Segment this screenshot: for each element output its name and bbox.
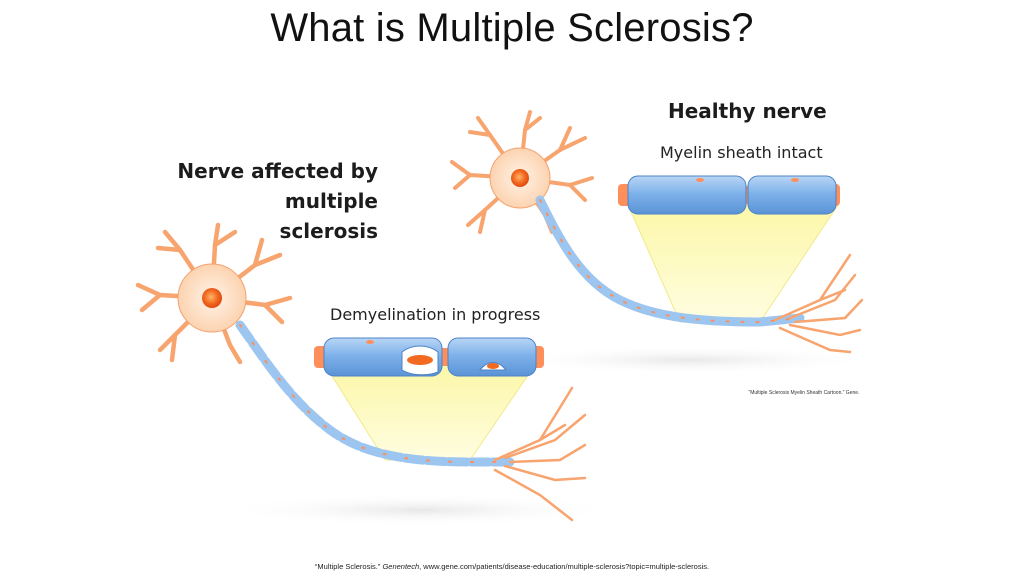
image-credit: “Multiple Sclerosis Myelin Sheath Cartoo… [748, 390, 860, 396]
healthy-myelin-sheath [618, 175, 840, 215]
healthy-shadow [500, 346, 880, 374]
affected-myelin-sheath [314, 337, 544, 377]
source-publisher: Genentech [382, 562, 420, 571]
healthy-heading: Healthy nerve [668, 99, 827, 123]
affected-heading-line-2: multiple [285, 189, 378, 213]
healthy-axon-terminals [773, 253, 864, 354]
healthy-magnify-cone [627, 204, 839, 323]
healthy-nerve: Healthy nerve Myelin sheath intact [450, 99, 864, 354]
affected-heading-line-1: Nerve affected by [177, 159, 378, 183]
source-citation: “Multiple Sclerosis.” Genentech, www.gen… [0, 562, 1024, 571]
source-suffix: , www.gene.com/patients/disease-educatio… [419, 562, 710, 571]
healthy-label: Myelin sheath intact [660, 143, 823, 162]
affected-axon-terminals [493, 386, 587, 522]
affected-nucleus [202, 288, 222, 308]
source-prefix: “Multiple Sclerosis.” [314, 562, 383, 571]
affected-shadow [220, 494, 620, 526]
affected-nerve: Nerve affected by multiple sclerosis Dem… [135, 159, 587, 522]
healthy-nucleus [511, 169, 529, 187]
affected-heading-line-3: sclerosis [280, 219, 378, 243]
affected-label: Demyelination in progress [330, 305, 540, 324]
slide-title: What is Multiple Sclerosis? [270, 6, 754, 50]
